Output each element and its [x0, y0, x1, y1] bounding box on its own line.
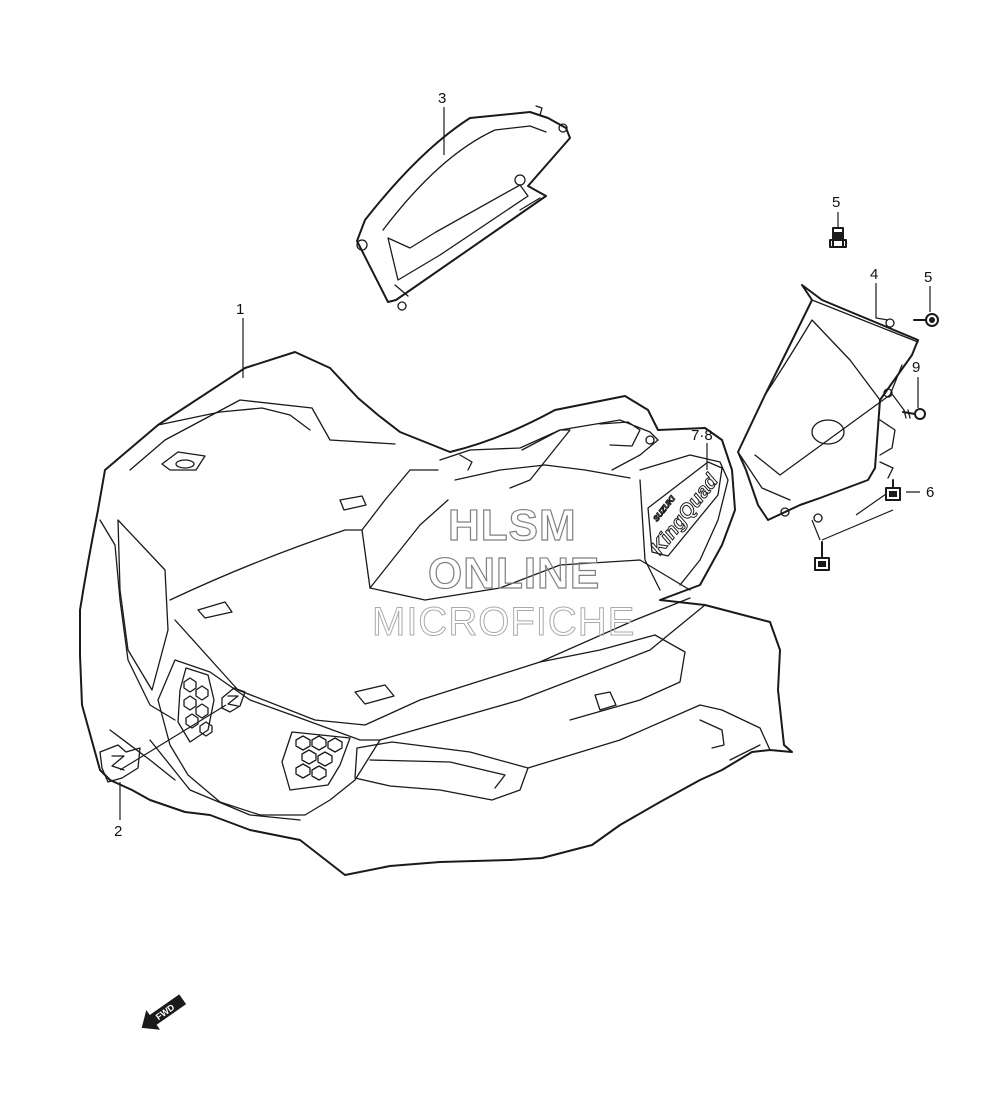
part-5-bolt-upper[interactable]	[829, 227, 847, 248]
leader-lines	[119, 107, 931, 820]
part-3-cover-panel[interactable]	[356, 105, 571, 311]
part-1-front-fender[interactable]	[79, 351, 793, 876]
callout-6: 6	[926, 484, 934, 501]
callout-5b: 5	[924, 269, 932, 286]
callout-labels: 1 2 3 4 5 5 6 7·8 9	[114, 90, 934, 840]
watermark-line-3: MICROFICHE	[372, 600, 635, 644]
callout-9: 9	[912, 359, 920, 376]
callout-2: 2	[114, 823, 122, 840]
part-7-8-side-decal[interactable]: KingQuad SUZUKI	[646, 461, 724, 560]
leader-4	[875, 283, 889, 321]
watermark-line-2: ONLINE	[428, 549, 600, 598]
callout-78: 7·8	[691, 427, 713, 444]
leader-9	[891, 377, 919, 411]
leader-6	[811, 491, 920, 541]
callout-4: 4	[870, 266, 878, 283]
watermark: HLSM ONLINE MICROFICHE	[372, 500, 635, 644]
part-9-screw[interactable]	[902, 408, 926, 420]
watermark-line-1: HLSM	[448, 501, 577, 550]
leader-6-lower	[821, 509, 894, 541]
part-6-nut-right[interactable]	[885, 479, 901, 501]
fwd-arrow-icon: FWD	[141, 994, 187, 1030]
part-5-bolt-right[interactable]	[913, 313, 939, 327]
callout-5a: 5	[832, 194, 840, 211]
part-4-side-panel[interactable]	[737, 284, 919, 521]
part-6-nut-lower[interactable]	[813, 513, 830, 571]
callout-1: 1	[236, 301, 244, 318]
callout-3: 3	[438, 90, 446, 107]
leader-2	[119, 704, 227, 820]
